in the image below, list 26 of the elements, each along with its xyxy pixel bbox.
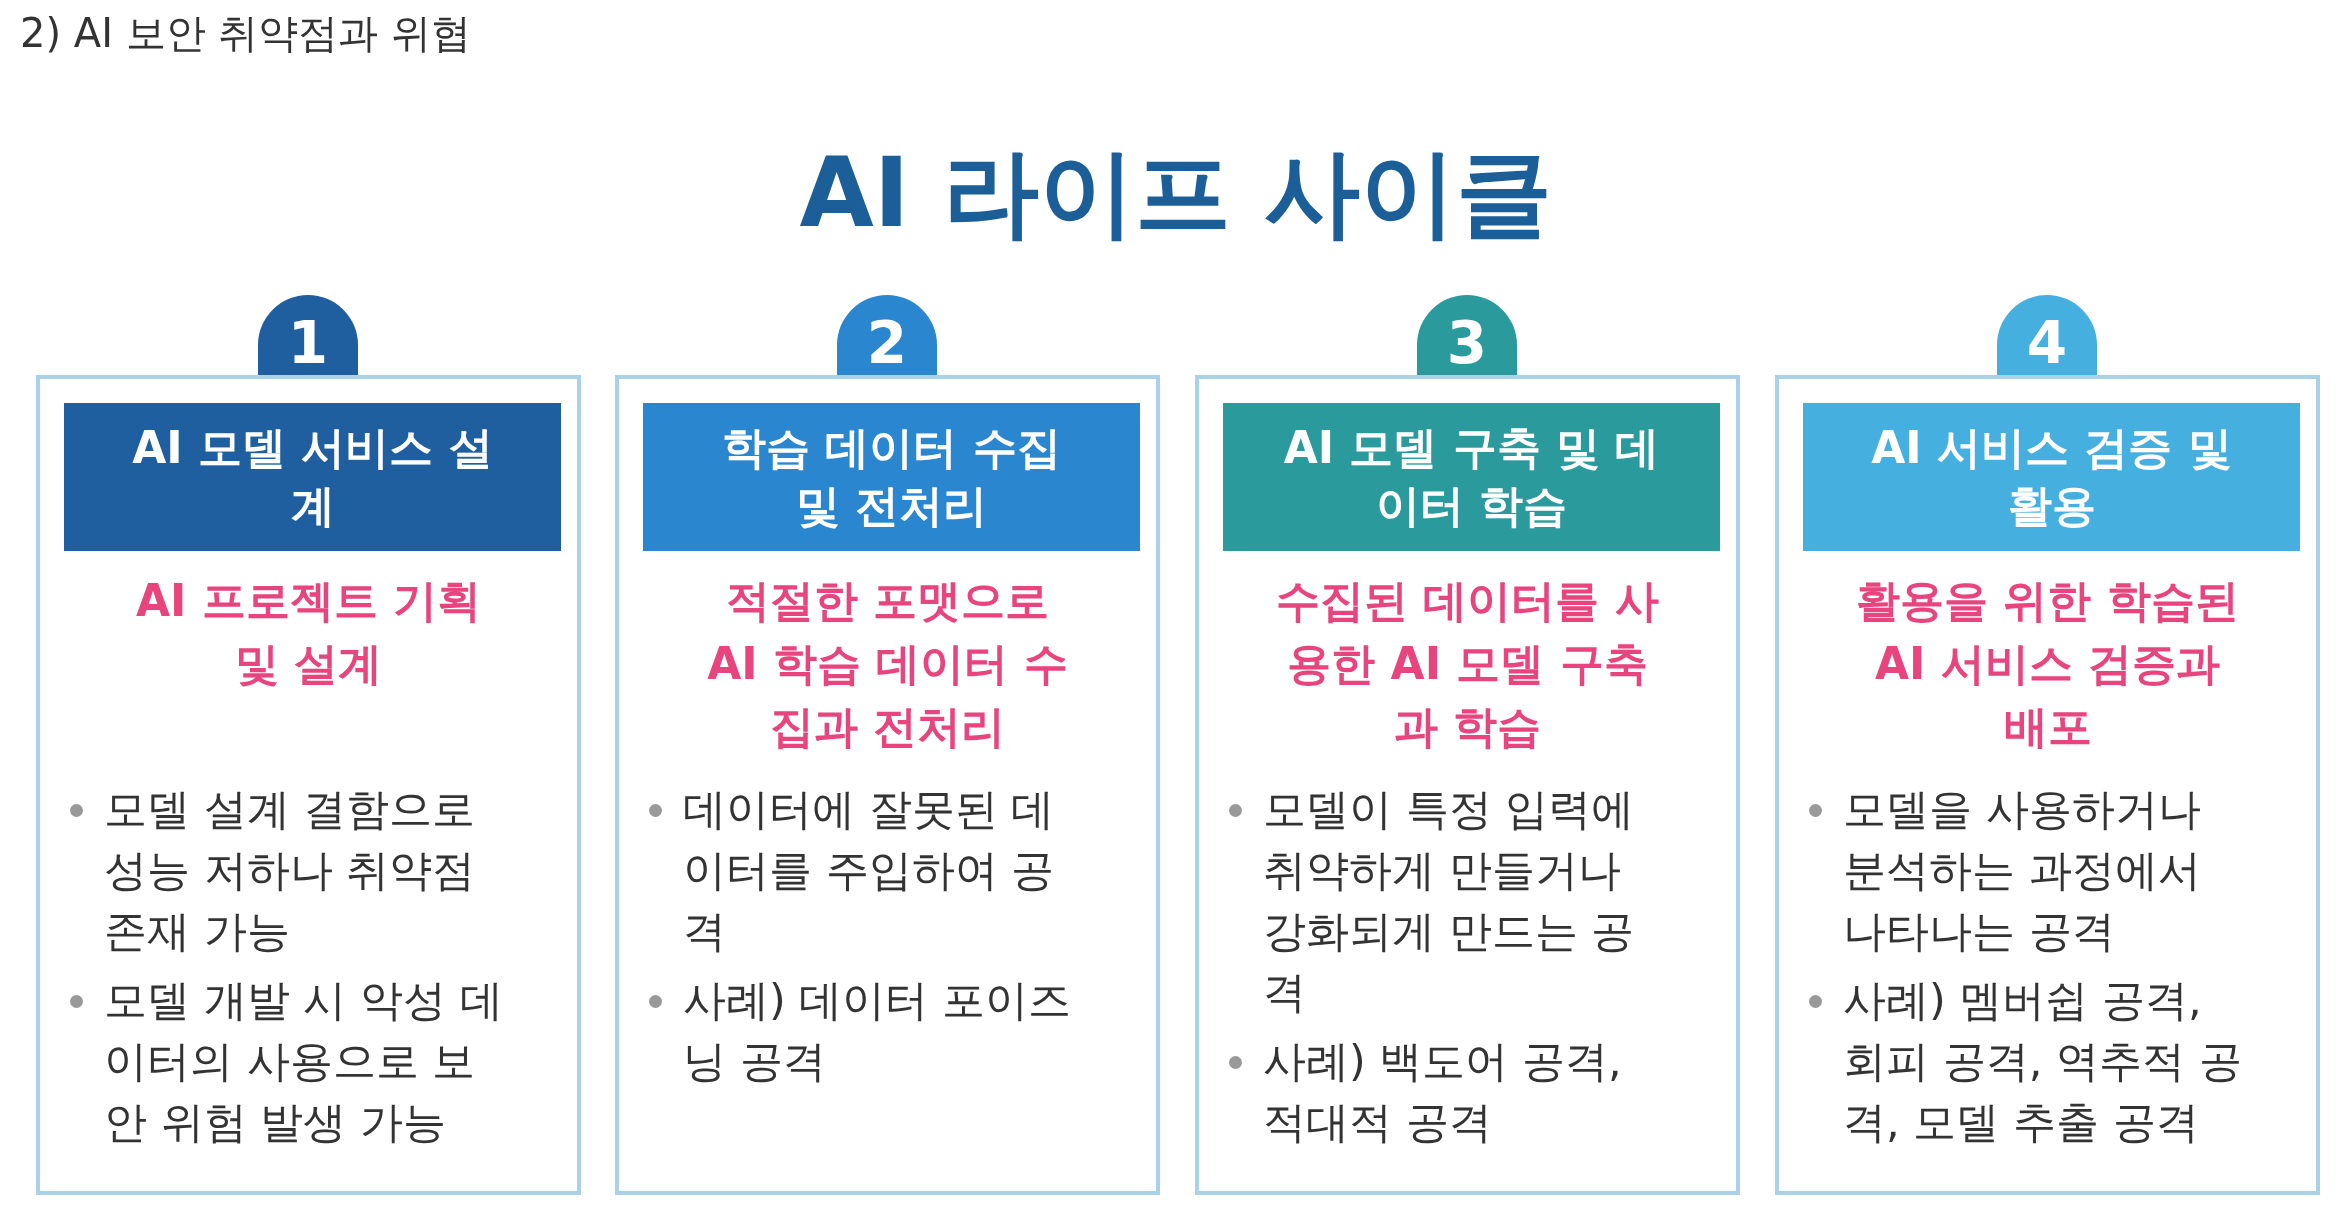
bullet-item: 모델 개발 시 악성 데이터의 사용으로 보안 위험 발생 가능 [66,970,507,1153]
number-tab: 3 [1417,295,1517,375]
header-box: AI 모델 서비스 설계 [64,403,561,551]
bullet-item: 사례) 백도어 공격, 적대적 공격 [1225,1031,1666,1153]
header-box: AI 서비스 검증 및 활용 [1803,403,2300,551]
title: AI 라이프 사이클 [798,136,1554,251]
section-label: 2) AI 보안 취약점과 위협 [20,9,472,58]
header-box: AI 모델 구축 및 데이터 학습 [1223,403,1720,551]
bullet-item: 데이터에 잘못된 데이터를 주입하여 공격 [645,779,1086,962]
subtitle-text: 수집된 데이터를 사용한 AI 모델 구축과 학습 [1275,574,1660,754]
bullet-item: 모델이 특정 입력에 취약하게 만들거나 강화되게 만드는 공격 [1225,779,1666,1023]
number-tab: 1 [258,295,358,375]
number-tab: 2 [837,295,937,375]
subtitle-text: 활용을 위한 학습된 AI 서비스 검증과 배포 [1855,574,2240,754]
header-box: 학습 데이터 수집 및 전처리 [643,403,1140,551]
subtitle-text: 적절한 포맷으로 AI 학습 데이터 수집과 전처리 [706,574,1069,754]
subtitle-text: AI 프로젝트 기획 및 설계 [134,574,483,691]
bullet-item: 모델을 사용하거나 분석하는 과정에서 나타나는 공격 [1805,779,2246,962]
bullet-item: 모델 설계 결함으로 성능 저하나 취약점 존재 가능 [66,779,507,962]
bullet-item: 사례) 멤버쉽 공격, 회피 공격, 역추적 공격, 모델 추출 공격 [1805,970,2246,1153]
bullet-item: 사례) 데이터 포이즈닝 공격 [645,970,1086,1092]
step-card [1195,375,1740,1195]
number-tab: 4 [1997,295,2097,375]
step-card [1775,375,2320,1195]
step-card [615,375,1160,1195]
step-card [36,375,581,1195]
